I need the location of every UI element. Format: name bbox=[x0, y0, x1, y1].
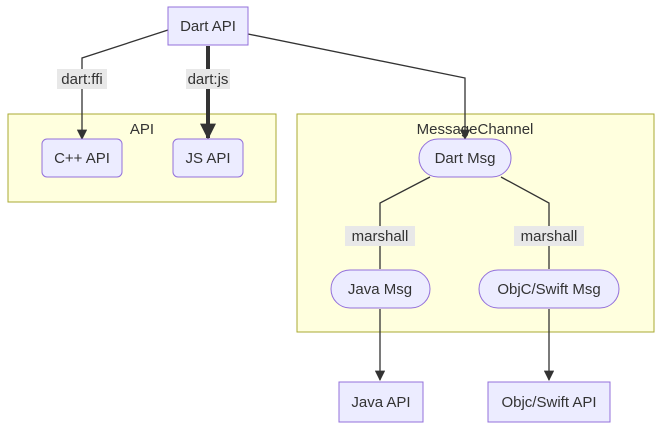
edge-label-dart-js: dart:js bbox=[186, 69, 230, 89]
node-cpp-api[interactable]: C++ API bbox=[41, 138, 123, 178]
edge-label-bg bbox=[514, 226, 584, 246]
node-js-api[interactable]: JS API bbox=[172, 138, 244, 178]
edge-label-dart-ffi: dart:ffi bbox=[57, 69, 107, 89]
edge-dart-api-to-dart-msg bbox=[247, 33, 471, 141]
node-java-msg-label: Java Msg bbox=[348, 281, 412, 298]
edge-label-bg bbox=[57, 69, 107, 89]
node-js-api-box[interactable] bbox=[172, 138, 244, 178]
node-objc-swift-msg-box[interactable] bbox=[478, 269, 620, 309]
edge-label-dart-js-text: dart:js bbox=[188, 71, 229, 88]
node-objc-swift-msg-label: ObjC/Swift Msg bbox=[497, 281, 600, 298]
node-java-api[interactable]: Java API bbox=[338, 381, 424, 423]
node-objc-swift-api-box[interactable] bbox=[487, 381, 611, 423]
edge-dart-msg-to-java-msg bbox=[379, 176, 431, 269]
node-java-msg-box[interactable] bbox=[330, 269, 431, 309]
edge-dart-api-to-cpp-api bbox=[76, 29, 169, 141]
edge-label-marshall-right: marshall bbox=[514, 226, 584, 246]
node-java-api-label: Java API bbox=[351, 394, 410, 411]
node-dart-api-box[interactable] bbox=[167, 6, 249, 46]
node-objc-swift-msg[interactable]: ObjC/Swift Msg bbox=[478, 269, 620, 309]
node-dart-api-label: Dart API bbox=[180, 18, 236, 35]
node-dart-msg[interactable]: Dart Msg bbox=[418, 138, 512, 178]
edge-label-bg bbox=[186, 69, 230, 89]
edge-label-marshall-right-text: marshall bbox=[521, 228, 578, 245]
edge-label-bg bbox=[345, 226, 415, 246]
node-js-api-label: JS API bbox=[185, 150, 230, 167]
edge-dart-msg-to-objc-msg bbox=[500, 176, 550, 269]
node-dart-api[interactable]: Dart API bbox=[167, 6, 249, 46]
node-java-api-box[interactable] bbox=[338, 381, 424, 423]
node-objc-swift-api-label: Objc/Swift API bbox=[501, 394, 596, 411]
cluster-api-label: API bbox=[130, 121, 154, 138]
node-objc-swift-api[interactable]: Objc/Swift API bbox=[487, 381, 611, 423]
node-dart-msg-label: Dart Msg bbox=[435, 150, 496, 167]
cluster-message-channel-label: MessageChannel bbox=[417, 121, 534, 138]
edge-label-dart-ffi-text: dart:ffi bbox=[61, 71, 102, 88]
edges bbox=[76, 29, 555, 382]
edge-label-marshall-left-text: marshall bbox=[352, 228, 409, 245]
node-dart-msg-box[interactable] bbox=[418, 138, 512, 178]
node-java-msg[interactable]: Java Msg bbox=[330, 269, 431, 309]
edge-label-marshall-left: marshall bbox=[345, 226, 415, 246]
node-cpp-api-label: C++ API bbox=[54, 150, 110, 167]
node-cpp-api-box[interactable] bbox=[41, 138, 123, 178]
